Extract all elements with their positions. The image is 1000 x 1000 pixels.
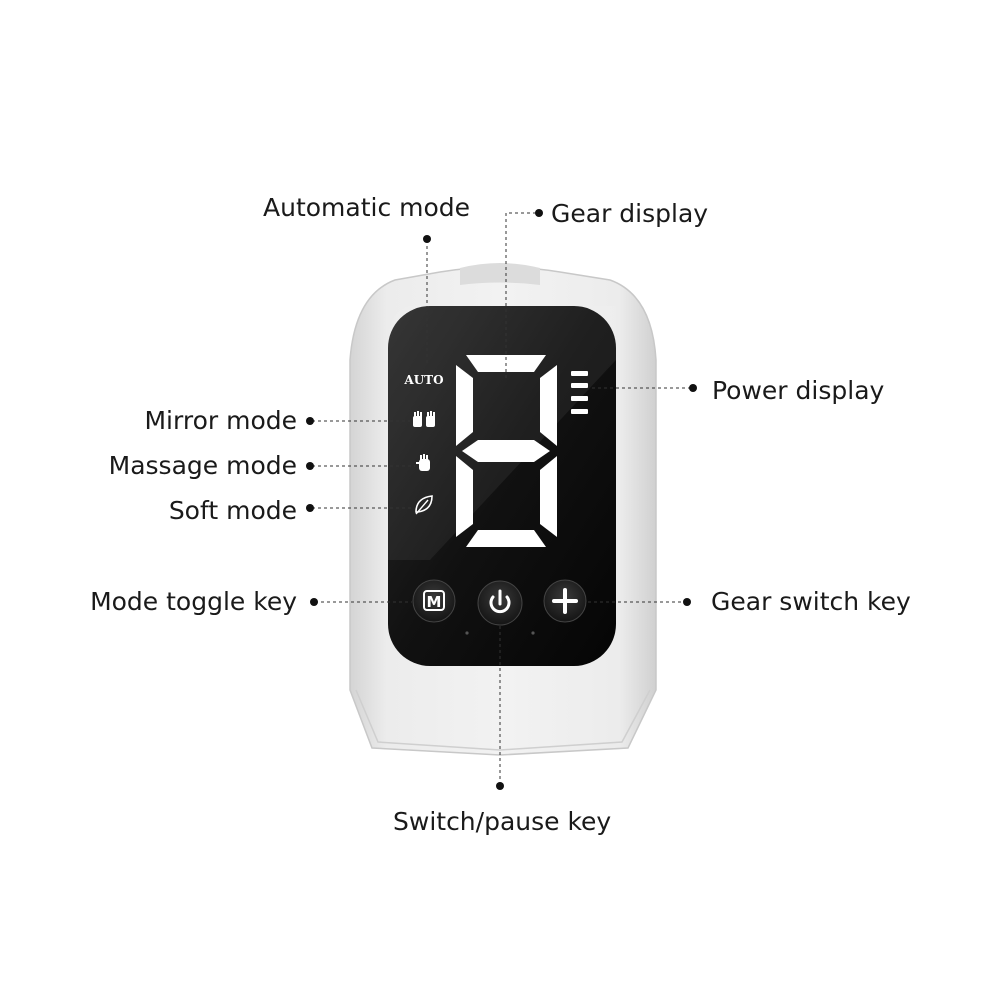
switch-pause-button[interactable] bbox=[477, 580, 523, 626]
gear-switch-button[interactable] bbox=[543, 579, 587, 623]
indicator-dot-left bbox=[465, 631, 469, 635]
auto-mode-icon: AUTO bbox=[403, 373, 443, 387]
mode-toggle-button[interactable]: M bbox=[412, 579, 456, 623]
leader-lines bbox=[312, 212, 692, 784]
label-automatic-mode: Automatic mode bbox=[263, 193, 471, 222]
power-icon bbox=[489, 595, 511, 614]
gear-digit-display bbox=[456, 355, 557, 547]
leader-dots bbox=[306, 209, 697, 790]
segment-middle bbox=[462, 440, 550, 462]
soft-mode-icon bbox=[415, 495, 433, 515]
segment-bottom bbox=[466, 530, 546, 547]
power-display-bars bbox=[571, 371, 588, 414]
display-screen bbox=[388, 306, 616, 666]
label-gear-display: Gear display bbox=[551, 199, 709, 228]
label-power-display: Power display bbox=[712, 376, 885, 405]
label-mode-toggle-key: Mode toggle key bbox=[90, 587, 297, 616]
mirror-mode-icon bbox=[413, 411, 435, 427]
segment-upper-left bbox=[456, 365, 473, 446]
label-mirror-mode: Mirror mode bbox=[144, 406, 297, 435]
segment-lower-left bbox=[456, 456, 473, 537]
segment-upper-right bbox=[540, 365, 557, 446]
label-massage-mode: Massage mode bbox=[108, 451, 297, 480]
mode-key-letter: M bbox=[427, 593, 442, 611]
segment-lower-right bbox=[540, 456, 557, 537]
label-soft-mode: Soft mode bbox=[168, 496, 297, 525]
label-gear-switch-key: Gear switch key bbox=[711, 587, 911, 616]
massage-mode-icon bbox=[416, 454, 430, 471]
label-switch-pause-key: Switch/pause key bbox=[393, 807, 612, 836]
indicator-dot-right bbox=[531, 631, 535, 635]
